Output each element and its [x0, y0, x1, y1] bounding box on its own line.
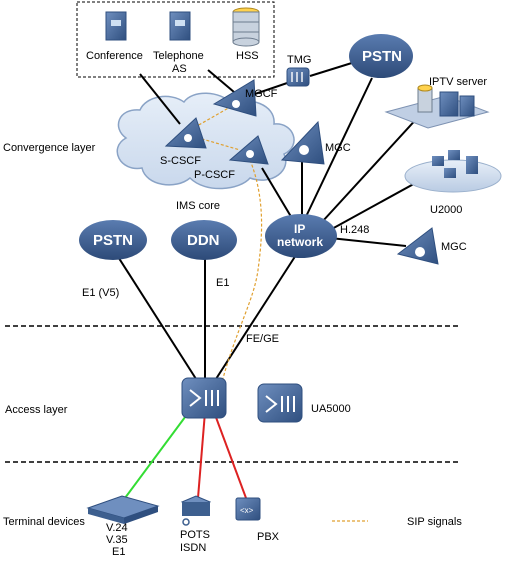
layer-convergence-label: Convergence layer — [3, 142, 96, 154]
mgc-right-label: MGC — [441, 241, 467, 253]
telephone-as-server-icon — [169, 11, 191, 41]
p-cscf-label: P-CSCF — [194, 169, 235, 181]
pstn-top-label: PSTN — [362, 48, 402, 65]
s-cscf-gear-icon — [164, 117, 207, 149]
ims-core-label: IMS core — [176, 200, 220, 212]
ip-network-label-1: IP — [294, 222, 305, 236]
modem-terminal-icon — [86, 495, 160, 524]
ua5000-label: UA5000 — [311, 403, 351, 415]
svg-text:<x>: <x> — [240, 506, 254, 515]
terminal-e1-label: E1 — [112, 546, 125, 558]
access-device-icon — [181, 377, 227, 419]
link-fe-ge-label: FE/GE — [246, 333, 279, 345]
conference-server-icon — [105, 11, 127, 41]
u2000-label: U2000 — [430, 204, 462, 216]
iptv-server-icon — [384, 84, 490, 129]
telephone-as-label: Telephone — [153, 50, 204, 62]
layer-access-label: Access layer — [5, 404, 68, 416]
service-box — [76, 1, 275, 78]
ims-core-cloud — [116, 92, 295, 190]
terminal-pots-label: POTS — [180, 529, 210, 541]
red-link-pbx — [213, 411, 247, 499]
mgcf-label: MGCF — [245, 88, 278, 100]
p-cscf-gear-icon — [228, 135, 269, 165]
tmg-label: TMG — [287, 54, 311, 66]
ddn-label: DDN — [187, 232, 220, 249]
sip-signal-lines — [189, 105, 263, 383]
terminal-v35-label: V.35 — [106, 534, 128, 546]
iptv-label: IPTV server — [429, 76, 487, 88]
legend-sip-label: SIP signals — [407, 516, 462, 528]
green-link — [121, 404, 195, 503]
hss-label: HSS — [236, 50, 259, 62]
mgc-upper-label: MGC — [325, 142, 351, 154]
link-e1-v5-label: E1 (V5) — [82, 287, 119, 299]
u2000-management-icon — [404, 150, 502, 193]
s-cscf-label: S-CSCF — [160, 155, 201, 167]
conference-label: Conference — [86, 50, 143, 62]
mgc-right-gear-icon — [396, 227, 439, 265]
mgcf-gear-icon — [212, 79, 257, 117]
pbx-terminal-icon: <x> — [235, 497, 261, 521]
pstn-top-cloud — [349, 34, 413, 78]
pstn-left-label: PSTN — [93, 232, 133, 249]
tmg-device-icon — [286, 67, 310, 87]
h248-label: H.248 — [340, 224, 369, 236]
terminal-v24-label: V.24 — [106, 522, 128, 534]
ip-network-cloud — [265, 214, 337, 258]
ua5000-device-icon — [257, 383, 303, 423]
layer-terminal-label: Terminal devices — [3, 516, 85, 528]
telephone-as-label-2: AS — [172, 63, 187, 75]
red-link-pots — [197, 411, 206, 499]
mgc-upper-gear-icon — [280, 120, 325, 165]
terminal-pbx-label: PBX — [257, 531, 280, 543]
ip-network-label-2: network — [277, 235, 323, 249]
pstn-left-cloud — [79, 220, 147, 260]
link-e1-label: E1 — [216, 277, 229, 289]
terminal-isdn-label: ISDN — [180, 542, 206, 554]
phone-terminal-icon — [180, 495, 212, 526]
hss-database-icon — [232, 7, 260, 47]
ddn-cloud — [171, 220, 237, 260]
